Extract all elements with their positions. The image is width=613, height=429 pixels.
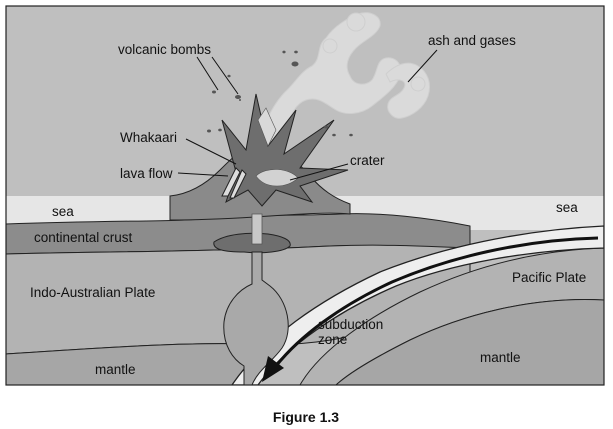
bomb bbox=[239, 99, 241, 101]
bomb bbox=[324, 125, 328, 129]
volcanic-bombs bbox=[207, 50, 353, 137]
bomb bbox=[294, 50, 298, 54]
eruption-highlight bbox=[257, 107, 277, 147]
label-whakaari: Whakaari bbox=[120, 130, 177, 145]
subduction-arrow-head bbox=[262, 356, 284, 382]
eruption-burst bbox=[221, 93, 349, 207]
mantle-right bbox=[335, 299, 604, 385]
ash-plume bbox=[257, 12, 431, 157]
label-subduction-zone-line1: subduction bbox=[318, 317, 383, 332]
leader-volcanic-bombs-2 bbox=[211, 56, 239, 95]
bomb bbox=[349, 133, 353, 137]
bomb bbox=[282, 50, 286, 54]
label-volcanic-bombs: volcanic bombs bbox=[118, 42, 211, 57]
bomb bbox=[332, 133, 336, 137]
bomb bbox=[291, 61, 299, 67]
label-continental-crust: continental crust bbox=[34, 230, 133, 245]
label-crater: crater bbox=[350, 153, 385, 168]
bomb bbox=[235, 95, 241, 99]
label-indo-australian-plate: Indo-Australian Plate bbox=[30, 285, 155, 300]
label-sea-left: sea bbox=[52, 204, 74, 219]
bomb bbox=[218, 128, 222, 132]
label-pacific-plate: Pacific Plate bbox=[512, 270, 586, 285]
label-subduction-zone-line2: zone bbox=[318, 332, 347, 347]
leader-ash-and-gases bbox=[407, 49, 438, 83]
label-mantle-right: mantle bbox=[480, 350, 521, 365]
bomb bbox=[207, 129, 211, 133]
bomb bbox=[227, 74, 231, 78]
conduit-upper bbox=[251, 213, 263, 245]
leader-crater bbox=[289, 163, 349, 181]
label-mantle-left: mantle bbox=[95, 362, 136, 377]
lava-flow-streaks bbox=[221, 167, 247, 199]
leader-whakaari bbox=[185, 138, 237, 165]
label-ash-and-gases: ash and gases bbox=[428, 33, 516, 48]
subduction-arrow-line bbox=[274, 236, 599, 367]
diagram-frame bbox=[5, 5, 605, 386]
leader-volcanic-bombs-1 bbox=[196, 56, 219, 91]
label-sea-right: sea bbox=[556, 200, 578, 215]
label-lava-flow: lava flow bbox=[120, 166, 173, 181]
bomb bbox=[212, 90, 216, 94]
leader-lava-flow bbox=[177, 172, 229, 177]
figure-caption: Figure 1.3 bbox=[273, 409, 339, 425]
